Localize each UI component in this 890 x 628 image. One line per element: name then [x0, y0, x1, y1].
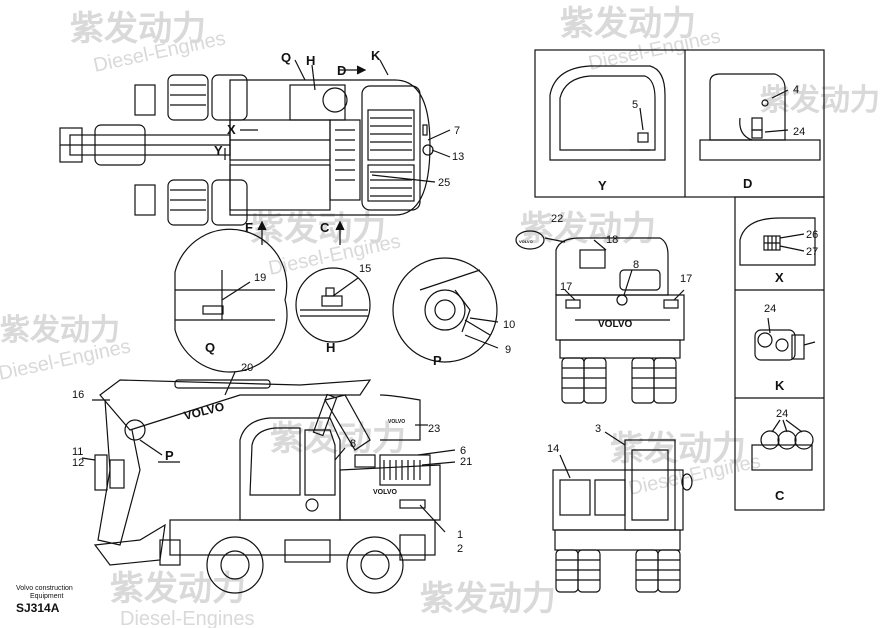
- detail-p: [392, 257, 499, 363]
- decal-brand: VOLVO: [388, 419, 405, 425]
- top-callout-13: 13: [452, 151, 464, 163]
- view-label-c: C: [775, 488, 785, 503]
- side-view-machine: [81, 371, 456, 594]
- footer-code: SJ314A: [16, 601, 60, 615]
- boom-brand: VOLVO: [182, 399, 225, 423]
- view-label-d: D: [743, 176, 752, 191]
- callout-22: 22: [551, 213, 563, 225]
- watermark: 紫发动力 Diesel-Engines 紫发动力 Diesel-Engines …: [0, 5, 880, 628]
- callout-17-left: 17: [560, 281, 572, 293]
- view-label-q: Q: [205, 340, 215, 355]
- view-label-h: H: [326, 340, 335, 355]
- top-callout-7: 7: [454, 125, 460, 137]
- callout-8: 8: [350, 438, 356, 450]
- views-x-k-c-box: [734, 196, 825, 511]
- top-label-h: H: [306, 53, 315, 68]
- top-label-k: K: [371, 48, 381, 63]
- top-label-y: Y: [214, 143, 223, 158]
- rear-brand: VOLVO: [598, 319, 632, 330]
- callout-24-k: 24: [764, 303, 776, 315]
- watermark-cn: 紫发动力: [560, 5, 696, 43]
- top-label-f: F: [245, 220, 253, 235]
- side-label-p: P: [165, 448, 174, 463]
- detail-h: [295, 267, 371, 343]
- rear-view-machine: [515, 230, 685, 404]
- top-label-q: Q: [281, 50, 291, 65]
- callout-15: 15: [359, 263, 371, 275]
- callout-18: 18: [606, 234, 618, 246]
- watermark-cn: 紫发动力: [270, 420, 406, 458]
- watermark-cn: 紫发动力: [760, 84, 880, 117]
- callout-24-c: 24: [776, 408, 788, 420]
- rear-view-2-machine: [552, 431, 693, 593]
- callout-12: 12: [72, 457, 84, 469]
- top-callout-25: 25: [438, 177, 450, 189]
- footer-sub: Equipment: [30, 593, 64, 600]
- view-label-k: K: [775, 378, 785, 393]
- callout-5: 5: [632, 99, 638, 111]
- callout-27: 27: [806, 246, 818, 258]
- detail-q: [174, 228, 288, 373]
- watermark-cn: 紫发动力: [420, 580, 556, 618]
- watermark-cn: 紫发动力: [70, 10, 206, 48]
- watermark-en: Diesel-Engines: [120, 608, 255, 628]
- top-label-c: C: [320, 220, 330, 235]
- callout-16: 16: [72, 389, 84, 401]
- callout-19: 19: [254, 272, 266, 284]
- callout-4: 4: [793, 84, 799, 96]
- callout-23: 23: [428, 423, 440, 435]
- watermark-cn: 紫发动力: [250, 210, 386, 248]
- callout-14: 14: [547, 443, 559, 455]
- footer-company: Volvo construction: [16, 585, 73, 592]
- callout-6: 6: [460, 445, 466, 457]
- callout-20: 20: [241, 362, 253, 374]
- watermark-cn: 紫发动力: [610, 430, 746, 468]
- callout-8-rear: 8: [633, 259, 639, 271]
- counterweight-brand: VOLVO: [373, 489, 398, 496]
- watermark-cn: 紫发动力: [110, 570, 246, 608]
- top-label-d: D: [337, 63, 346, 78]
- callout-1: 1: [457, 529, 463, 541]
- callout-21: 21: [460, 456, 472, 468]
- watermark-cn: 紫发动力: [0, 314, 120, 347]
- watermark-cn: 紫发动力: [520, 210, 656, 248]
- callout-26: 26: [806, 229, 818, 241]
- callout-9: 9: [505, 344, 511, 356]
- top-label-x: X: [227, 122, 236, 137]
- callout-10: 10: [503, 319, 515, 331]
- decal22-brand: VOLVO: [519, 239, 533, 244]
- view-label-y: Y: [598, 178, 607, 193]
- callout-11: 11: [72, 446, 83, 458]
- views-y-d-box: [534, 49, 825, 198]
- callout-24-d: 24: [793, 126, 805, 138]
- view-label-x: X: [775, 270, 784, 285]
- callout-3: 3: [595, 423, 601, 435]
- top-view-machine: [59, 59, 451, 245]
- callout-2: 2: [457, 543, 463, 555]
- callout-17-right: 17: [680, 273, 692, 285]
- view-label-p: P: [433, 353, 442, 368]
